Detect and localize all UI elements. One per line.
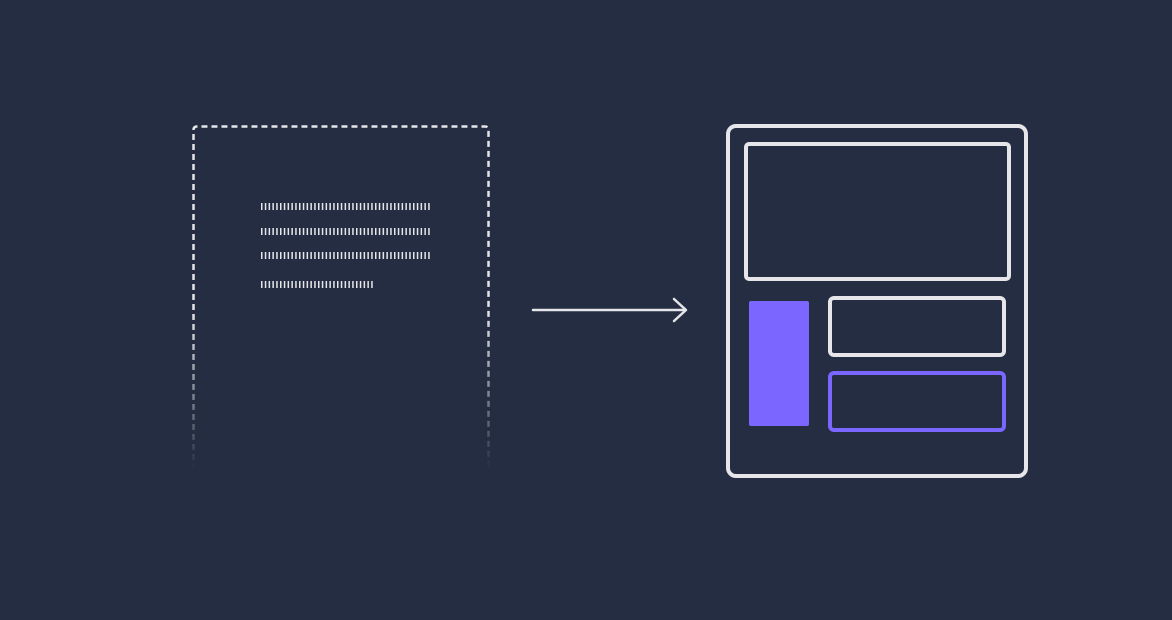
source-text-lines	[261, 203, 431, 288]
source-page	[192, 125, 490, 470]
highlighted-content-panel	[828, 371, 1006, 432]
header-panel	[744, 142, 1011, 281]
draft-document-icon	[192, 125, 490, 470]
layout-frame	[726, 124, 1028, 478]
arrow-right-icon	[531, 297, 688, 323]
structured-layout-icon	[726, 124, 1028, 478]
content-panel	[828, 296, 1006, 357]
accent-sidebar-block	[749, 301, 809, 426]
